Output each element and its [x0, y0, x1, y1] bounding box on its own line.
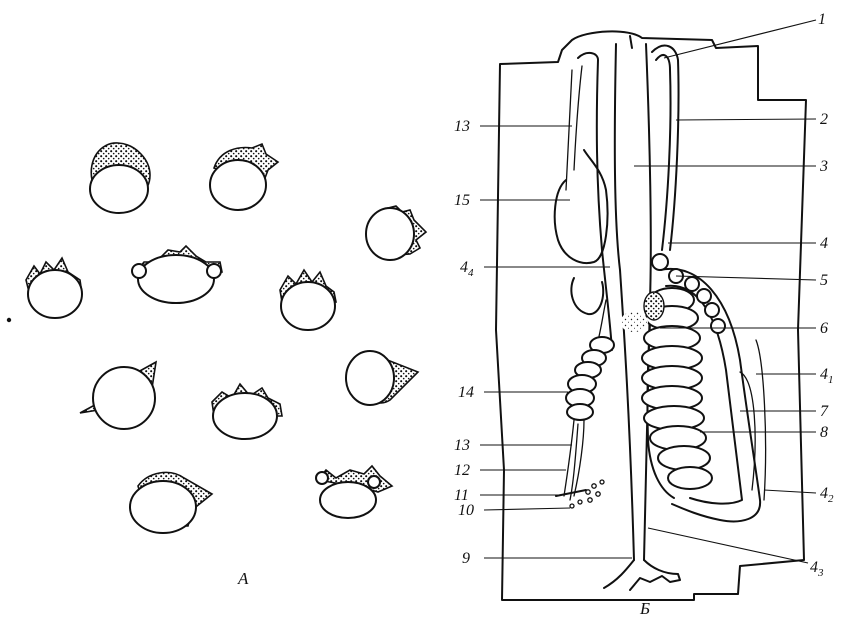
panel-b-dissection — [496, 31, 806, 600]
egg — [80, 362, 156, 429]
egg — [90, 143, 150, 213]
label-13-lower: 13 — [454, 437, 470, 454]
region-6 — [620, 312, 648, 332]
label-14: 14 — [458, 384, 474, 401]
label-4-4: 44 — [460, 259, 474, 279]
tube-2 — [656, 55, 671, 250]
egg — [280, 270, 336, 330]
label-4-3: 43 — [810, 559, 824, 579]
label-13-upper: 13 — [454, 118, 470, 135]
label-8: 8 — [820, 424, 828, 441]
label-4-1: 41 — [820, 366, 834, 386]
label-4: 4 — [820, 235, 828, 252]
label-2: 2 — [820, 111, 828, 128]
caption-a: А — [237, 569, 249, 588]
label-1: 1 — [818, 11, 826, 28]
ink-speck — [7, 318, 11, 322]
label-6: 6 — [820, 320, 828, 337]
caption-b: Б — [639, 599, 650, 618]
egg — [26, 258, 82, 318]
labels: 1 2 3 4 5 6 41 7 8 42 43 13 15 44 14 13 … — [454, 11, 834, 579]
egg — [210, 144, 278, 210]
egg — [346, 351, 418, 405]
egg — [130, 472, 212, 533]
label-12: 12 — [454, 462, 470, 479]
label-7: 7 — [820, 403, 829, 420]
egg — [212, 384, 282, 439]
egg — [132, 246, 222, 303]
panel-a-eggs — [7, 143, 426, 533]
basal-trumpet — [604, 560, 680, 590]
label-9: 9 — [462, 550, 470, 567]
label-4-2: 42 — [820, 485, 834, 505]
coiled-tube-14 — [566, 300, 614, 420]
egg — [366, 206, 426, 260]
label-3: 3 — [819, 158, 828, 175]
label-5: 5 — [820, 272, 828, 289]
egg — [316, 466, 392, 518]
central-trunk — [615, 44, 634, 560]
label-15: 15 — [454, 192, 470, 209]
label-10: 10 — [458, 502, 474, 519]
